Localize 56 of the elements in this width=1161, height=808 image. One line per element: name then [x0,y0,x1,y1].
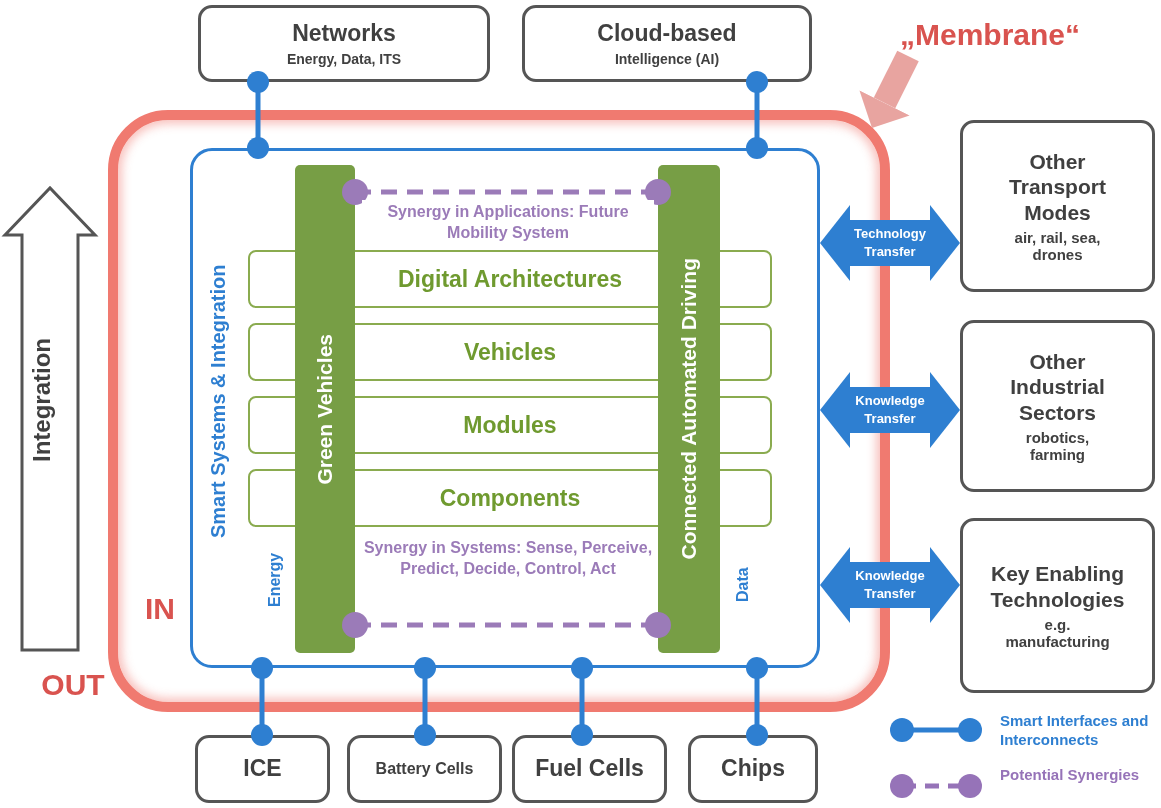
interconnect-line [251,657,273,746]
box-title: Key Enabling Technologies [990,561,1125,612]
region-label: OUT [40,668,106,703]
system-frame [190,148,820,668]
box-subtitle: robotics, farming [1024,428,1091,463]
box-title: Fuel Cells [535,755,644,783]
box-title: Battery Cells [375,759,474,779]
vertical-pillar [658,165,720,653]
box-title: Cloud-based [597,19,737,48]
edge-label: Knowledge Transfer [854,567,926,603]
rounded-box [347,735,502,803]
vertical-pillar [295,165,355,653]
box-title: Other Industrial Sectors [1010,349,1105,425]
box-subtitle: Intelligence (AI) [614,51,720,68]
layer-label: Digital Architectures [397,265,623,293]
side-label: Data [734,566,752,605]
rounded-box [512,735,667,803]
layer-label: Modules [463,411,557,439]
legend-label: Potential Synergies [1000,766,1141,785]
box-subtitle: e.g. manufacturing [1004,615,1111,650]
interconnect-line [414,657,436,746]
edge-label: Knowledge Transfer [854,392,926,428]
box-title: Other Transport Modes [1009,149,1106,225]
frame-title: Smart Systems & Integration [207,263,230,540]
region-label: IN [144,592,176,627]
rounded-box [522,5,812,82]
arrow-label: Integration [28,337,56,464]
double-arrow [820,547,960,623]
box-subtitle: air, rail, sea, drones [1013,228,1102,263]
rounded-box [960,120,1155,292]
box-title: Chips [721,755,785,783]
interconnect-line [571,657,593,746]
rounded-box [960,320,1155,492]
layer-label: Vehicles [463,338,557,366]
rounded-box [195,735,330,803]
arrow [859,50,919,128]
dashed-synergy-line [342,179,671,205]
box-subtitle: Energy, Data, ITS [286,51,402,68]
interconnect-line [746,71,768,159]
rounded-box [198,5,490,82]
layer-label: Components [439,484,581,512]
rounded-box [960,518,1155,693]
pillar-label: Green Vehicles [313,333,337,485]
legend-label: Smart Interfaces and Interconnects [1000,712,1150,750]
double-arrow [820,205,960,281]
interconnect-line [247,71,269,159]
rounded-box [688,735,818,803]
callout-label: „Membrane“ [900,18,1081,52]
box-title: ICE [243,755,282,783]
double-arrow [820,372,960,448]
side-label: Energy [266,551,284,610]
box-title: Networks [292,19,396,48]
interconnect-line [746,657,768,746]
pillar-label: Connected Automated Driving [677,258,701,560]
dashed-synergy-line [342,612,671,638]
edge-label: Technology Transfer [853,225,927,261]
